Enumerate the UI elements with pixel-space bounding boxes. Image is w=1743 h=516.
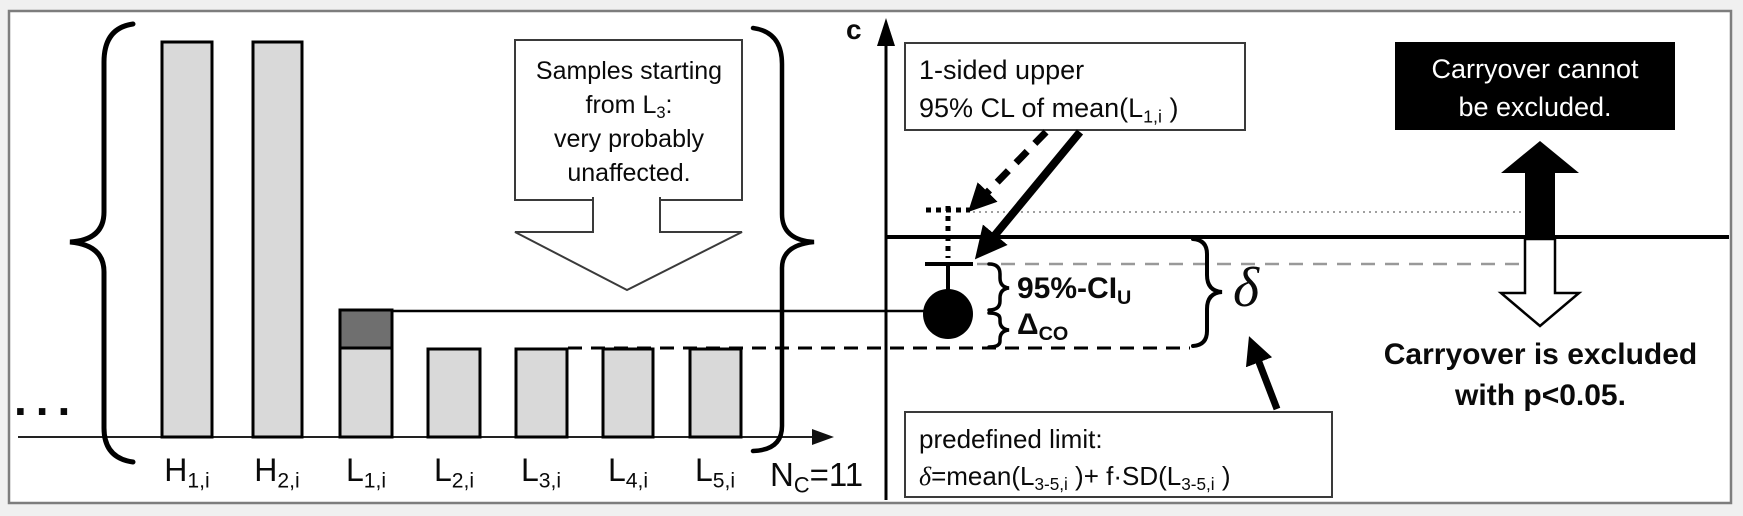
bar-label-l3: L3,i (520, 452, 562, 493)
ci-brace (987, 262, 1010, 312)
limit-box-text: predefined limit: δ=mean(L3-5,i )+ f·SD(… (919, 424, 1231, 495)
cannot-box-background (1395, 42, 1675, 130)
delta-symbol: δ (1233, 257, 1260, 319)
c-axis-label: c (846, 14, 862, 45)
bar-l4 (601, 347, 655, 439)
callout-pointer-arrow (514, 197, 743, 292)
dashed-pointer-arrow (968, 129, 1049, 213)
bar-label-l4: L4,i (607, 452, 649, 493)
bar-l1-carryover-segment (338, 308, 394, 350)
carryover-cannot-text: Carryover cannot be excluded. (1431, 54, 1639, 122)
delta-co-label: ΔCO (1017, 308, 1069, 345)
down-arrow (1497, 237, 1583, 328)
up-arrow (1501, 141, 1579, 241)
bar-label-h1: H1,i (164, 452, 210, 493)
right-group-brace (750, 25, 815, 454)
bar-l5 (688, 347, 743, 439)
samples-callout-text: Samples starting from L3: very probably … (535, 57, 723, 187)
bar-label-l1: L1,i (345, 452, 387, 493)
cl-annotation-text: 1-sided upper 95% CL of mean(L1,i ) (919, 55, 1179, 127)
x-axis-arrowhead (812, 429, 834, 445)
bar-h2 (251, 40, 304, 439)
preceding-samples-ellipsis: ... (14, 373, 80, 425)
left-group-brace (69, 21, 136, 465)
bar-label-h2: H2,i (254, 452, 300, 493)
solid-pointer-arrow (974, 129, 1084, 260)
sample-count-label: NC=11 (770, 456, 864, 498)
samples-callout-box (514, 39, 743, 201)
bar-label-l2: L2,i (433, 452, 475, 493)
bar-l1 (338, 346, 394, 439)
delta-co-brace (987, 311, 1010, 349)
carryover-excluded-text: Carryover is excluded with p<0.05. (1383, 338, 1698, 412)
mean-l1-point (923, 289, 973, 339)
limit-pointer-arrow (1245, 336, 1281, 411)
limit-box (904, 411, 1333, 498)
ci-upper-label: 95%-CIU (1017, 272, 1132, 309)
cl-annotation-box (904, 42, 1246, 131)
bar-l2 (426, 347, 482, 439)
bar-l3 (514, 347, 569, 439)
c-axis-arrowhead (877, 18, 895, 46)
bar-label-l5: L5,i (694, 452, 736, 493)
bar-h1 (160, 40, 214, 439)
delta-brace (1191, 237, 1223, 348)
